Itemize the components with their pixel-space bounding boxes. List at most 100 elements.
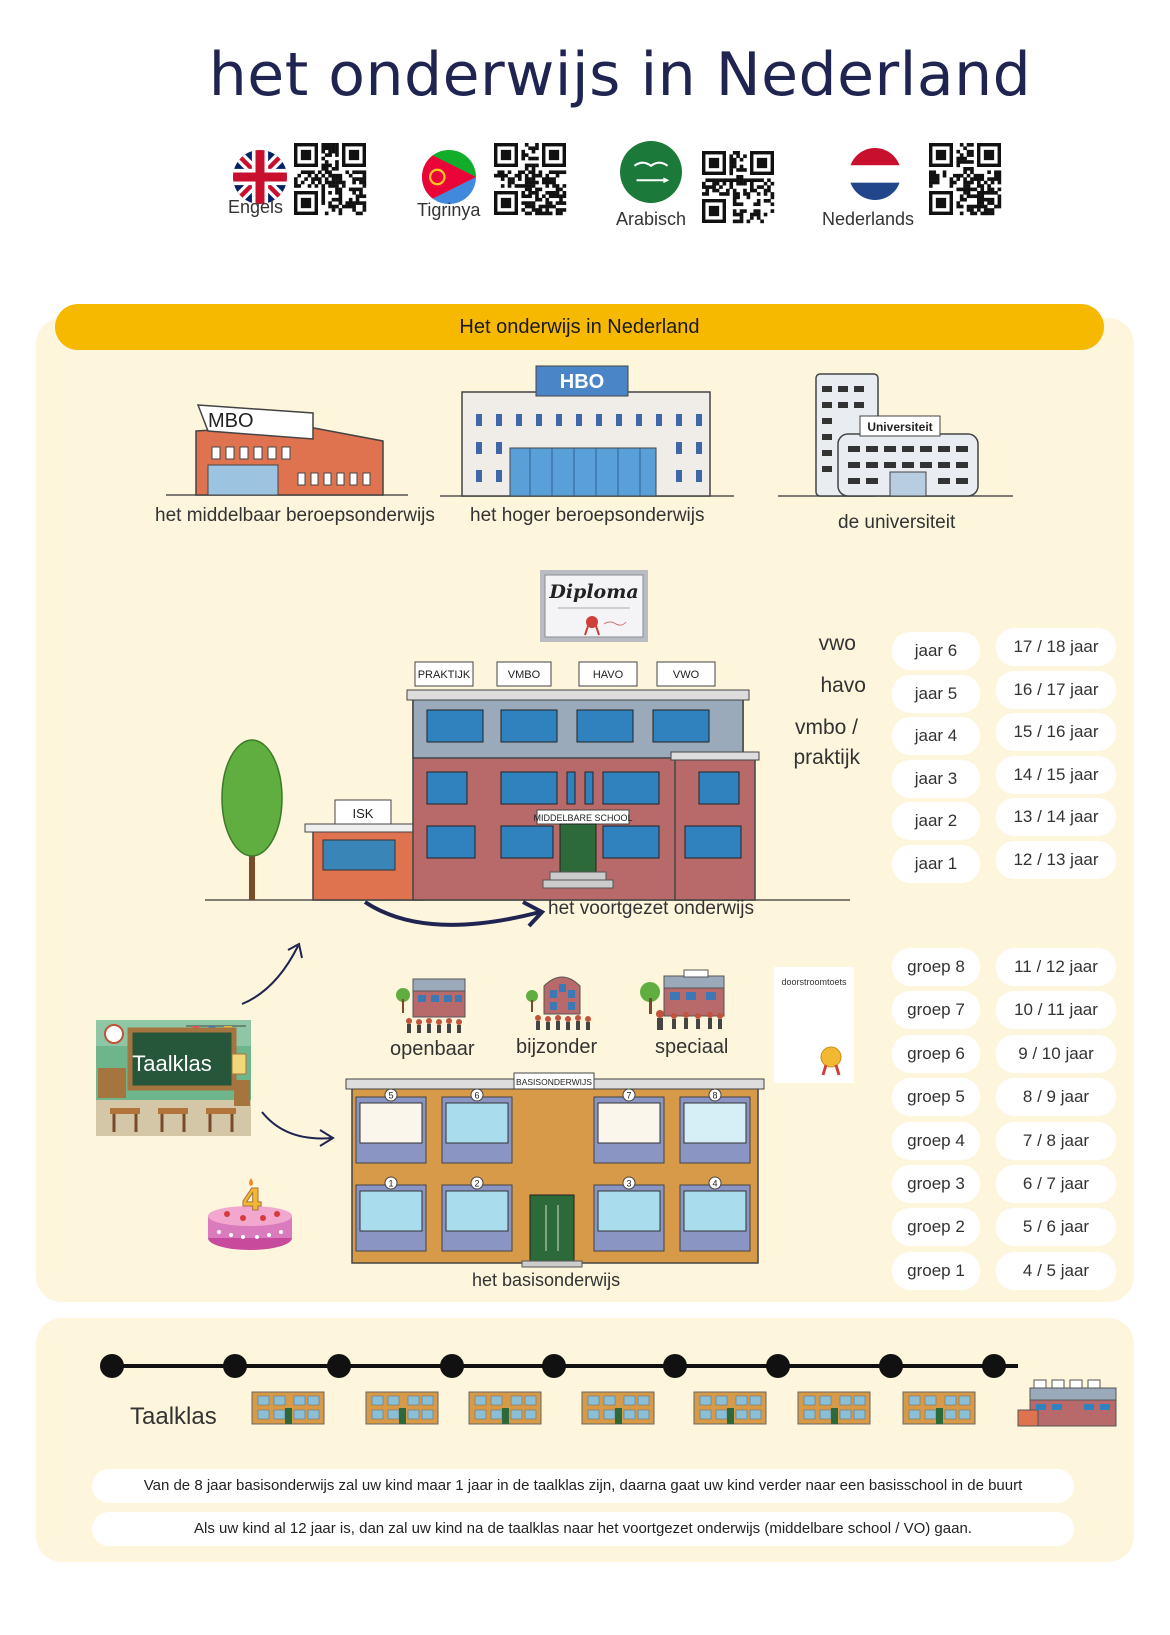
- level-vwo: vwo: [818, 632, 856, 655]
- language-dutch[interactable]: Nederlands: [812, 143, 1002, 235]
- taalklas-classroom-icon: Taalklas: [96, 1020, 251, 1136]
- timeline-dot: [663, 1354, 687, 1378]
- group-pill: groep 2: [892, 1208, 980, 1247]
- window-number: 5: [388, 1091, 393, 1101]
- mbo-building-icon: MBO: [166, 404, 408, 496]
- window-number: 3: [626, 1179, 631, 1189]
- mbo-sign: MBO: [208, 410, 254, 432]
- qr-code-icon[interactable]: [494, 143, 567, 216]
- svg-text:doorstroomtoets: doorstroomtoets: [781, 977, 847, 987]
- type-speciaal: speciaal: [655, 1036, 729, 1058]
- hbo-sign: HBO: [560, 371, 604, 393]
- eritrea-flag-icon: [422, 150, 476, 204]
- svg-text:Diploma: Diploma: [548, 581, 638, 603]
- group-pill: groep 3: [892, 1165, 980, 1203]
- window-number-badge: [470, 1176, 484, 1190]
- page-title: het onderwijs in Nederland: [208, 40, 1032, 110]
- language-tigrinya[interactable]: Tigrinya: [417, 143, 572, 235]
- group-pill: groep 7: [892, 991, 980, 1030]
- netherlands-flag-icon: [849, 148, 901, 200]
- level-vmbo: vmbo /: [794, 716, 858, 739]
- group-pill: groep 1: [892, 1251, 980, 1290]
- window-number-badge: [708, 1088, 722, 1102]
- school-sign: MIDDELBARE SCHOOL: [533, 813, 632, 823]
- secondary-school-icon: ISK MIDDELBARE SCHOOL PRAKTIJK VMBO HAVO…: [205, 661, 850, 928]
- primary-school-mini-icon: [902, 1391, 976, 1425]
- qr-code-icon[interactable]: [702, 151, 775, 224]
- sign-praktijk: PRAKTIJK: [418, 669, 471, 681]
- secondary-caption: het voortgezet onderwijs: [548, 898, 754, 919]
- saudi-flag-icon: [620, 141, 682, 203]
- language-arabic[interactable]: Arabisch: [616, 141, 780, 235]
- window-number-badge: [622, 1088, 636, 1102]
- timeline-dot: [440, 1354, 464, 1378]
- age-pill: 5 / 6 jaar: [996, 1208, 1116, 1247]
- mbo-caption: het middelbaar beroepsonderwijs: [155, 505, 435, 526]
- window-pane: [359, 1190, 423, 1232]
- level-havo: havo: [820, 674, 866, 697]
- timeline-label: Taalklas: [130, 1403, 217, 1430]
- window-number-badge: [708, 1176, 722, 1190]
- window-number: 6: [474, 1091, 479, 1101]
- university-sign: Universiteit: [867, 420, 932, 434]
- age-pill: 12 / 13 jaar: [996, 841, 1116, 879]
- year-pill: jaar 1: [892, 845, 980, 883]
- language-english[interactable]: Engels: [228, 143, 368, 235]
- age-pill: 7 / 8 jaar: [996, 1121, 1116, 1160]
- window-number: 7: [626, 1091, 631, 1101]
- qr-code-icon[interactable]: [294, 143, 367, 216]
- qr-code-icon[interactable]: [929, 143, 1002, 216]
- timeline-dot: [982, 1354, 1006, 1378]
- window-number: 2: [474, 1179, 479, 1189]
- window-number-badge: [622, 1176, 636, 1190]
- type-openbaar: openbaar: [390, 1038, 475, 1060]
- note-primary: Van de 8 jaar basisonderwijs zal uw kind…: [92, 1469, 1074, 1503]
- window-pane: [445, 1190, 509, 1232]
- age-pill: 11 / 12 jaar: [996, 948, 1116, 986]
- cake-number: 4: [242, 1183, 263, 1218]
- age-pill: 13 / 14 jaar: [996, 798, 1116, 837]
- primary-school-mini-icon: [693, 1391, 767, 1425]
- type-bijzonder: bijzonder: [516, 1036, 598, 1058]
- diploma-icon: Diploma: [540, 570, 648, 642]
- window-pane: [597, 1190, 661, 1232]
- group-pill: groep 8: [892, 948, 980, 986]
- age-pill: 9 / 10 jaar: [996, 1034, 1116, 1073]
- window-pane: [683, 1102, 747, 1144]
- primary-sign: BASISONDERWIJS: [516, 1077, 592, 1087]
- birthday-cake-icon: 4: [208, 1178, 292, 1250]
- primary-school-mini-icon: [365, 1391, 439, 1425]
- timeline-dot: [766, 1354, 790, 1378]
- openbaar-school-icon: [396, 978, 466, 1033]
- group-pill: groep 6: [892, 1034, 980, 1073]
- hbo-building-icon: HBO: [440, 365, 734, 497]
- age-pill: 8 / 9 jaar: [996, 1078, 1116, 1117]
- age-pill: 17 / 18 jaar: [996, 628, 1116, 666]
- sign-vmbo: VMBO: [508, 669, 541, 681]
- window-pane: [445, 1102, 509, 1144]
- year-pill: jaar 2: [892, 802, 980, 841]
- age-pill: 6 / 7 jaar: [996, 1165, 1116, 1203]
- note-secondary: Als uw kind al 12 jaar is, dan zal uw ki…: [92, 1512, 1074, 1546]
- window-number-badge: [384, 1088, 398, 1102]
- secondary-school-icon: [1017, 1379, 1117, 1427]
- window-number: 8: [712, 1091, 717, 1101]
- group-pill: groep 4: [892, 1121, 980, 1160]
- timeline-dot: [542, 1354, 566, 1378]
- window-number: 4: [712, 1179, 717, 1189]
- language-label: Engels: [228, 197, 284, 217]
- age-pill: 10 / 11 jaar: [996, 991, 1116, 1030]
- speciaal-school-icon: [640, 969, 725, 1030]
- year-pill: jaar 6: [892, 632, 980, 670]
- section-banner: Het onderwijs in Nederland: [55, 304, 1104, 350]
- university-building-icon: Universiteit: [778, 373, 1013, 497]
- primary-caption: het basisonderwijs: [472, 1270, 621, 1290]
- taalklas-board-text: Taalklas: [132, 1051, 211, 1076]
- doorstroomtoets-card: doorstroomtoets: [774, 967, 854, 1083]
- window-pane: [683, 1190, 747, 1232]
- primary-school-mini-icon: [251, 1391, 325, 1425]
- age-pill: 15 / 16 jaar: [996, 713, 1116, 752]
- group-pill: groep 5: [892, 1078, 980, 1117]
- language-label: Tigrinya: [417, 200, 481, 220]
